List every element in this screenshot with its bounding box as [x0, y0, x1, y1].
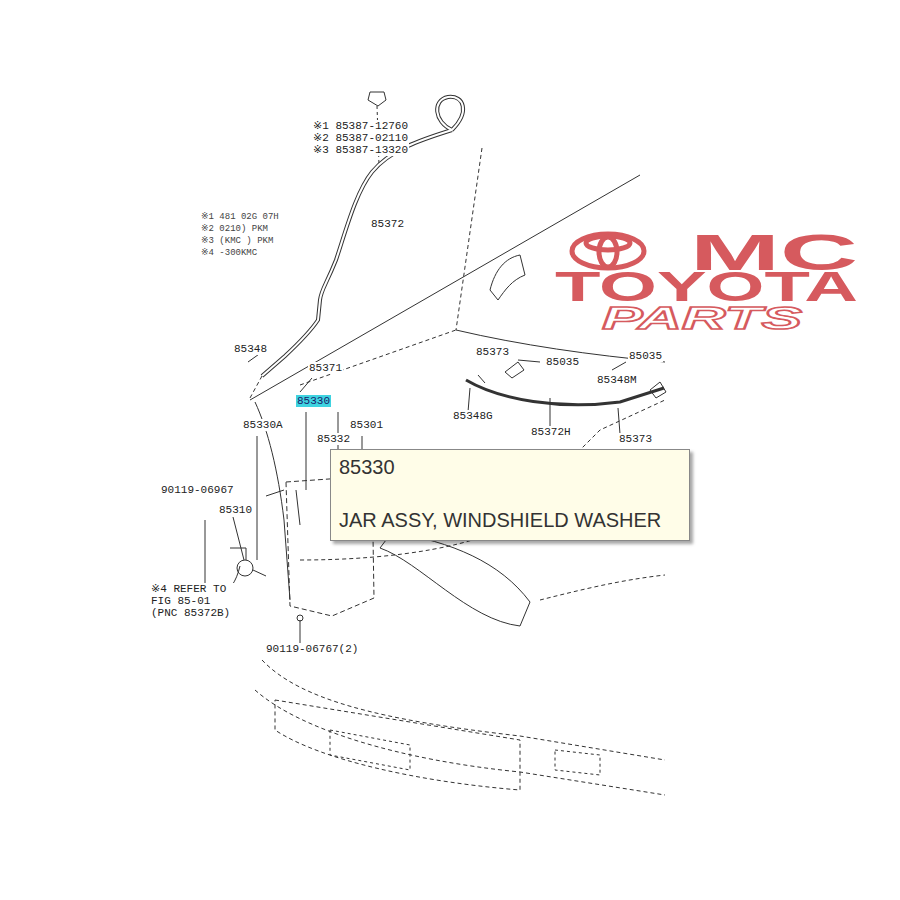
- note-text: ※1 481 02G 07H: [200, 212, 280, 222]
- headlight: [380, 532, 530, 626]
- logo-symbol: [572, 234, 644, 268]
- callout-number: 85330A: [242, 419, 284, 431]
- note-text: ※2 0210) PKM: [200, 224, 269, 234]
- nozzle-symbol: [490, 255, 525, 300]
- callout-number: 85373: [618, 433, 653, 445]
- bumper-line: [255, 690, 665, 795]
- callout-number: 85035: [628, 350, 663, 362]
- leader-line: [456, 148, 482, 330]
- callout-number: 85330: [296, 395, 331, 407]
- callout-number: 85348M: [596, 374, 638, 386]
- callout-number: 85348G: [452, 410, 494, 422]
- fender-line: [255, 402, 290, 600]
- note-text: ※4 -300KMC: [200, 248, 258, 258]
- tooltip-box: 85330JAR ASSY, WINDSHIELD WASHER: [330, 449, 690, 541]
- callout-number: 85372: [370, 218, 405, 230]
- callout-number: 85301: [349, 419, 384, 431]
- part-number: ※2 85387-02110: [312, 132, 409, 144]
- callout-number: 85348: [233, 343, 268, 355]
- note-text: ※3 (KMC ) PKM: [200, 236, 274, 246]
- note-text: ※4 REFER TO FIG 85-01 (PNC 85372B): [150, 583, 242, 619]
- washer-hose: [262, 130, 452, 376]
- washer-hose: [437, 97, 463, 130]
- part-number: ※3 85387-13320: [312, 144, 409, 156]
- watermark-text: PARTS: [602, 302, 802, 334]
- clip-symbol: [368, 92, 386, 106]
- bumper-line: [262, 660, 665, 760]
- callout-number: 85310: [218, 504, 253, 516]
- part-number: 85330: [339, 456, 681, 479]
- callout-number: 85332: [316, 433, 351, 445]
- callout-number: 85371: [308, 362, 343, 374]
- part-number: 90119-06967: [160, 484, 235, 496]
- callout-number: 85035: [545, 356, 580, 368]
- part-number: 90119-06767(2): [265, 643, 359, 655]
- part-number: ※1 85387-12760: [312, 120, 409, 132]
- callout-number: 85373: [475, 346, 510, 358]
- part-name: JAR ASSY, WINDSHIELD WASHER: [339, 509, 681, 532]
- callout-number: 85372H: [530, 426, 572, 438]
